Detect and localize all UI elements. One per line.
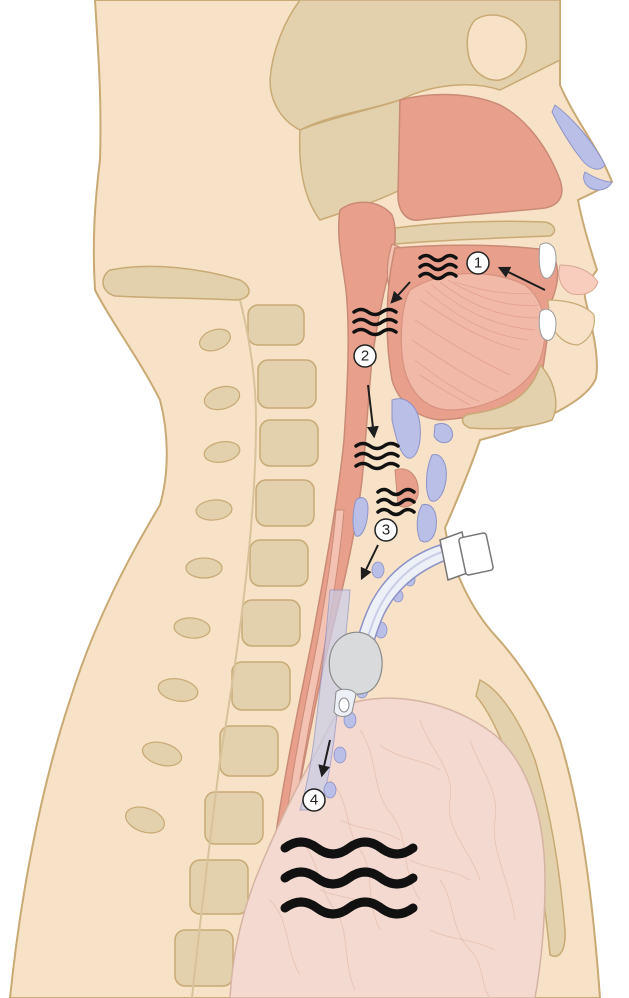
- vertebra-c4: [256, 480, 314, 526]
- vertebra-t1: [220, 726, 278, 776]
- vertebra-c7: [232, 662, 290, 710]
- vertebra-c5: [250, 540, 308, 586]
- vertebra-c2: [258, 360, 316, 408]
- vertebra-c3: [260, 420, 318, 466]
- marker-3-label: 3: [382, 522, 390, 539]
- marker-3: 3: [375, 519, 397, 541]
- cricoid-cartilage: [417, 504, 436, 541]
- tube-opening: [339, 698, 349, 712]
- tracheostomy-cuff: [329, 632, 382, 694]
- upper-incisor: [539, 243, 556, 278]
- vertebra-t4: [175, 930, 233, 986]
- marker-2-label: 2: [361, 348, 369, 365]
- vertebra-c6: [242, 600, 300, 646]
- marker-4-label: 4: [310, 792, 318, 809]
- marker-1-label: 1: [474, 255, 482, 272]
- vertebra-t3: [190, 860, 248, 914]
- marker-1: 1: [467, 252, 489, 274]
- vertebra-c1: [248, 305, 304, 345]
- lower-incisor: [539, 309, 556, 340]
- nasal-bone: [467, 15, 526, 80]
- marker-4: 4: [303, 789, 325, 811]
- marker-2: 2: [354, 345, 376, 367]
